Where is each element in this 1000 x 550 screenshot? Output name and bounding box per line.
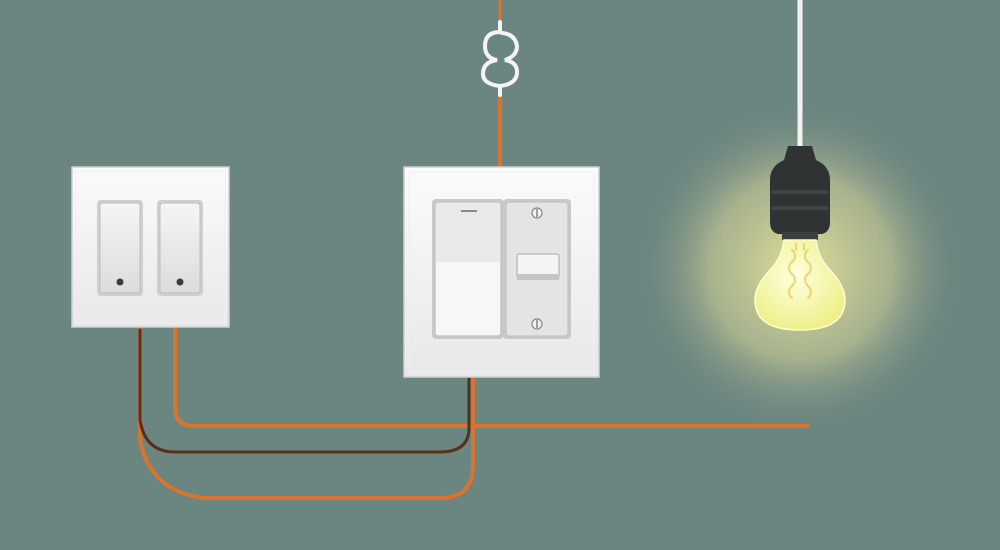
wiring (138, 0, 810, 500)
middle-rocker[interactable] (432, 199, 504, 339)
indicator-dot (176, 278, 184, 286)
indicator-dot (116, 278, 124, 286)
brown-wire (138, 328, 471, 454)
middle-toggle[interactable] (503, 199, 571, 339)
bulb-glass (754, 239, 846, 331)
left-rocker-2[interactable] (157, 200, 203, 296)
wire-clip-icon (480, 20, 520, 97)
orange-wire-loop (138, 326, 475, 500)
middle-switch (403, 166, 600, 378)
orange-wire-to-lamp (173, 326, 810, 428)
left-double-switch (71, 166, 230, 328)
left-rocker-1[interactable] (97, 200, 143, 296)
filament (788, 243, 812, 299)
light-bulb-icon (754, 146, 846, 331)
